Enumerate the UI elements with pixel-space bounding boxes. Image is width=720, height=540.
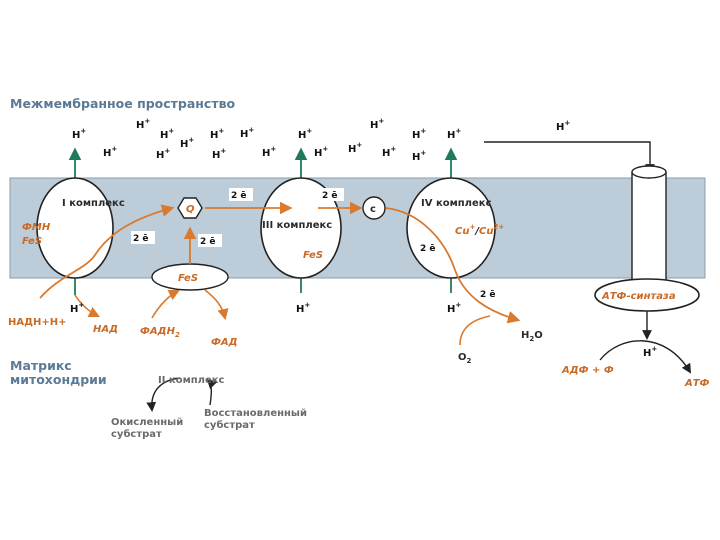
proton-label: H+ xyxy=(412,149,426,163)
oxidized-substrate-line1: Окисленный xyxy=(111,417,183,428)
proton-label: H+ xyxy=(240,126,254,140)
adp-label: АДФ + Ф xyxy=(561,365,614,376)
electron-pair-label-3: 2 ē xyxy=(231,191,247,201)
proton-label: H+ xyxy=(136,117,150,131)
oxygen-arrow xyxy=(460,316,490,345)
ubiquinone-label: Q xyxy=(186,204,195,215)
proton-label: H+ xyxy=(156,147,170,161)
electron-pair-label-4: 2 ē xyxy=(322,191,338,201)
electron-pair-label-2: 2 ē xyxy=(200,237,216,247)
atp-synthase-channel xyxy=(632,172,666,284)
cytochrome-c-label: c xyxy=(370,204,376,215)
complex-1-label: I комплекс xyxy=(62,198,125,209)
fadh2-label: ФАДН2 xyxy=(140,326,180,339)
complex-4-label: IV комплекс xyxy=(421,198,492,209)
proton-label: H+ xyxy=(210,127,224,141)
oxidized-substrate-line2: субстрат xyxy=(111,428,162,440)
fmn-label: ФМН xyxy=(22,222,51,233)
intermembrane-space-label: Межмембранное пространство xyxy=(10,96,235,111)
electron-pair-label-6: 2 ē xyxy=(480,290,496,300)
proton-label: H+ xyxy=(262,145,276,159)
water-label: H2O xyxy=(521,330,543,343)
proton-label: H+ xyxy=(412,127,426,141)
fad-label: ФАД xyxy=(211,337,238,348)
proton-label: H+ xyxy=(314,145,328,159)
fes-complex2-label: FeS xyxy=(178,273,198,284)
proton-label: H+ xyxy=(296,301,310,315)
proton-label: H+ xyxy=(556,119,570,133)
electron-pair-label-1: 2 ē xyxy=(133,234,149,244)
nadh-label: НАДН+Н+ xyxy=(8,317,67,328)
proton-label: H+ xyxy=(298,127,312,141)
atp-label: АТФ xyxy=(684,378,710,389)
proton-label: H+ xyxy=(643,345,657,359)
fes-complex3-label: FeS xyxy=(303,250,323,261)
nad-label: НАД xyxy=(93,324,118,335)
proton-label: H+ xyxy=(70,301,84,315)
oxygen-label: O2 xyxy=(458,352,472,365)
proton-label: H+ xyxy=(212,147,226,161)
complex-2-label: II комплекс xyxy=(158,375,225,386)
atp-synthase-label: АТФ-синтаза xyxy=(601,291,676,302)
reduced-substrate-line1: Восстановленный xyxy=(204,408,307,419)
atp-synthase-channel-top xyxy=(632,166,666,178)
proton-label: H+ xyxy=(103,145,117,159)
proton-label: H+ xyxy=(180,136,194,150)
fes-complex1-label: FeS xyxy=(22,236,42,247)
inner-membrane xyxy=(10,178,705,278)
proton-label: H+ xyxy=(370,117,384,131)
fes-to-fad-arrow xyxy=(205,290,225,318)
proton-label: H+ xyxy=(72,127,86,141)
fadh2-to-fes-arrow xyxy=(152,291,178,318)
atp-synthase-proton-path xyxy=(484,142,650,172)
proton-label: H+ xyxy=(447,301,461,315)
reduced-substrate-line2: субстрат xyxy=(204,419,255,431)
complex-3-label: III комплекс xyxy=(262,220,332,231)
electron-pair-label-5: 2 ē xyxy=(420,244,436,254)
matrix-label-line1: Матрикс xyxy=(10,358,72,373)
proton-label: H+ xyxy=(348,141,362,155)
proton-label: H+ xyxy=(160,127,174,141)
proton-label: H+ xyxy=(382,145,396,159)
proton-label: H+ xyxy=(447,127,461,141)
matrix-label-line2: митохондрии xyxy=(10,372,107,387)
